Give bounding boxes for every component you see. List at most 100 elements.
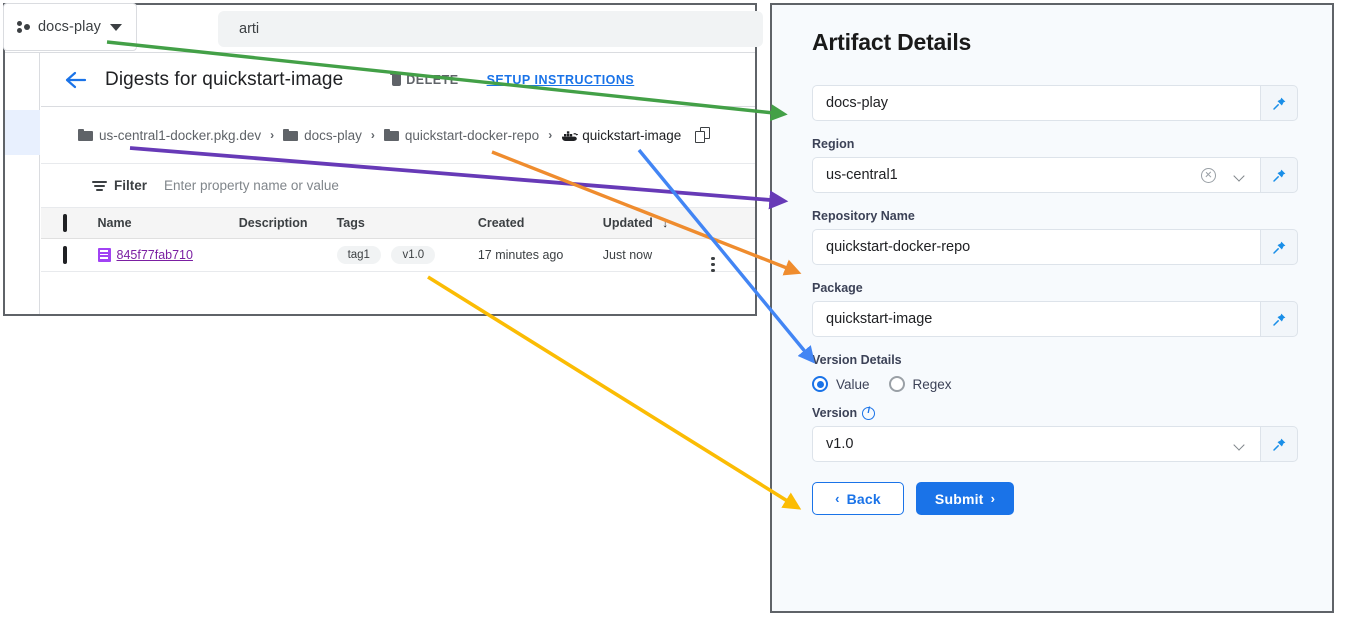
column-header-updated[interactable]: Updated ↓ — [602, 208, 712, 239]
breadcrumb-item-registry[interactable]: us-central1-docker.pkg.dev — [78, 128, 261, 143]
setup-instructions-link[interactable]: SETUP INSTRUCTIONS — [486, 72, 635, 87]
repository-name-input[interactable]: quickstart-docker-repo — [812, 229, 1260, 265]
table-row[interactable]: 845f77fab710 tag1 v1.0 17 minutes ago Ju… — [41, 238, 755, 272]
repository-name-label: Repository Name — [812, 209, 915, 223]
cell-updated: Just now — [602, 238, 712, 272]
package-value: quickstart-image — [826, 311, 933, 327]
pin-repository-button[interactable] — [1260, 229, 1298, 265]
pin-package-button[interactable] — [1260, 301, 1298, 337]
breadcrumb-item-project[interactable]: docs-play — [283, 128, 362, 143]
form-actions: ‹ Back Submit › — [812, 482, 1298, 515]
project-selector-chip[interactable]: docs-play — [3, 3, 137, 51]
radio-value[interactable]: Value — [812, 376, 870, 392]
docker-icon — [561, 129, 579, 142]
radio-value-label: Value — [836, 376, 870, 392]
back-chevron-icon: ‹ — [835, 491, 840, 506]
project-dots-icon — [17, 20, 31, 34]
table-header-row: Name Description Tags Created Updated ↓ — [41, 208, 755, 239]
version-label-row: Version — [812, 405, 1298, 420]
digest-icon — [97, 247, 111, 262]
select-all-checkbox[interactable] — [63, 213, 67, 232]
filter-icon — [92, 180, 107, 192]
pin-icon — [1272, 312, 1287, 327]
package-input[interactable]: quickstart-image — [812, 301, 1260, 337]
radio-regex[interactable]: Regex — [888, 376, 952, 392]
arrow-down-icon: ↓ — [662, 215, 669, 230]
select-all-header — [41, 208, 98, 239]
tag-chip[interactable]: v1.0 — [391, 245, 436, 264]
cell-row-menu — [711, 238, 755, 272]
clear-circle-icon[interactable] — [1201, 167, 1216, 183]
breadcrumb-separator: › — [548, 128, 553, 142]
submit-chevron-icon: › — [990, 491, 996, 506]
chevron-down-icon — [109, 23, 122, 31]
project-name-label: docs-play — [38, 19, 101, 35]
field-version-details: Version Details Value Regex — [812, 353, 1298, 392]
radio-regex-indicator — [888, 376, 905, 392]
chevron-down-icon[interactable] — [1233, 169, 1246, 182]
pin-version-button[interactable] — [1260, 426, 1298, 462]
region-input[interactable]: us-central1 — [812, 157, 1260, 193]
filter-input[interactable]: Enter property name or value — [164, 178, 339, 193]
project-input[interactable]: docs-play — [812, 85, 1260, 121]
header-actions: DELETE SETUP INSTRUCTIONS — [390, 72, 634, 87]
column-header-updated-label: Updated — [602, 215, 653, 230]
digest-link[interactable]: 845f77fab710 — [116, 247, 193, 262]
column-header-description[interactable]: Description — [238, 208, 337, 239]
cell-name: 845f77fab710 — [97, 238, 239, 272]
artifact-details-panel: Artifact Details docs-play Re — [770, 3, 1334, 613]
pin-icon — [1272, 96, 1287, 111]
search-input[interactable]: arti — [218, 11, 763, 47]
row-checkbox[interactable] — [63, 245, 67, 264]
version-details-label: Version Details — [812, 353, 902, 367]
page-header: Digests for quickstart-image DELETE SETU… — [41, 53, 755, 107]
column-header-menu — [711, 208, 755, 239]
console-top-bar: docs-play arti — [3, 3, 763, 53]
field-repository-name: Repository Name quickstart-docker-repo — [812, 209, 1298, 265]
delete-button[interactable]: DELETE — [390, 72, 458, 87]
cell-created: 17 minutes ago — [477, 238, 603, 272]
radio-regex-label: Regex — [912, 376, 952, 392]
table-header: Name Description Tags Created Updated ↓ — [41, 208, 755, 239]
tag-chip[interactable]: tag1 — [336, 245, 381, 264]
breadcrumb-label: us-central1-docker.pkg.dev — [99, 127, 262, 143]
search-value: arti — [239, 21, 260, 37]
breadcrumb-separator: › — [270, 128, 275, 142]
breadcrumb-item-package[interactable]: quickstart-image — [561, 128, 681, 143]
breadcrumb-item-repository[interactable]: quickstart-docker-repo — [383, 127, 540, 143]
breadcrumb-separator: › — [370, 128, 375, 142]
package-label: Package — [812, 281, 863, 295]
column-header-created[interactable]: Created — [477, 208, 603, 239]
field-version: Version v1.0 — [812, 405, 1298, 462]
pin-region-button[interactable] — [1260, 157, 1298, 193]
folder-icon — [78, 129, 93, 141]
info-icon[interactable] — [862, 405, 876, 420]
region-label: Region — [812, 137, 855, 151]
back-button[interactable]: ‹ Back — [812, 482, 904, 515]
folder-icon — [383, 129, 399, 141]
copy-icon[interactable] — [695, 127, 711, 143]
chevron-down-icon[interactable] — [1233, 438, 1246, 451]
radio-value-indicator — [812, 376, 828, 392]
repository-name-value: quickstart-docker-repo — [826, 239, 971, 255]
column-header-tags[interactable]: Tags — [336, 208, 478, 239]
table-body: 845f77fab710 tag1 v1.0 17 minutes ago Ju… — [41, 238, 755, 272]
breadcrumb: us-central1-docker.pkg.dev › docs-play ›… — [41, 107, 755, 164]
page-title: Digests for quickstart-image — [105, 68, 344, 90]
version-input[interactable]: v1.0 — [812, 426, 1260, 462]
cell-tags: tag1 v1.0 — [336, 238, 478, 272]
submit-button[interactable]: Submit › — [916, 482, 1014, 515]
back-arrow-icon[interactable] — [63, 67, 89, 93]
column-header-name[interactable]: Name — [97, 208, 239, 239]
rail-item-active[interactable] — [5, 110, 40, 155]
breadcrumb-label: quickstart-docker-repo — [404, 127, 540, 143]
version-details-radio-group: Value Regex — [812, 376, 1298, 392]
breadcrumb-label: quickstart-image — [582, 127, 682, 143]
field-region: Region us-central1 — [812, 137, 1298, 193]
filter-label: Filter — [114, 178, 148, 193]
pin-project-button[interactable] — [1260, 85, 1298, 121]
folder-icon — [283, 129, 299, 141]
filter-bar[interactable]: Filter Enter property name or value — [41, 164, 755, 208]
delete-label: DELETE — [406, 72, 459, 87]
field-project: docs-play — [812, 85, 1298, 121]
